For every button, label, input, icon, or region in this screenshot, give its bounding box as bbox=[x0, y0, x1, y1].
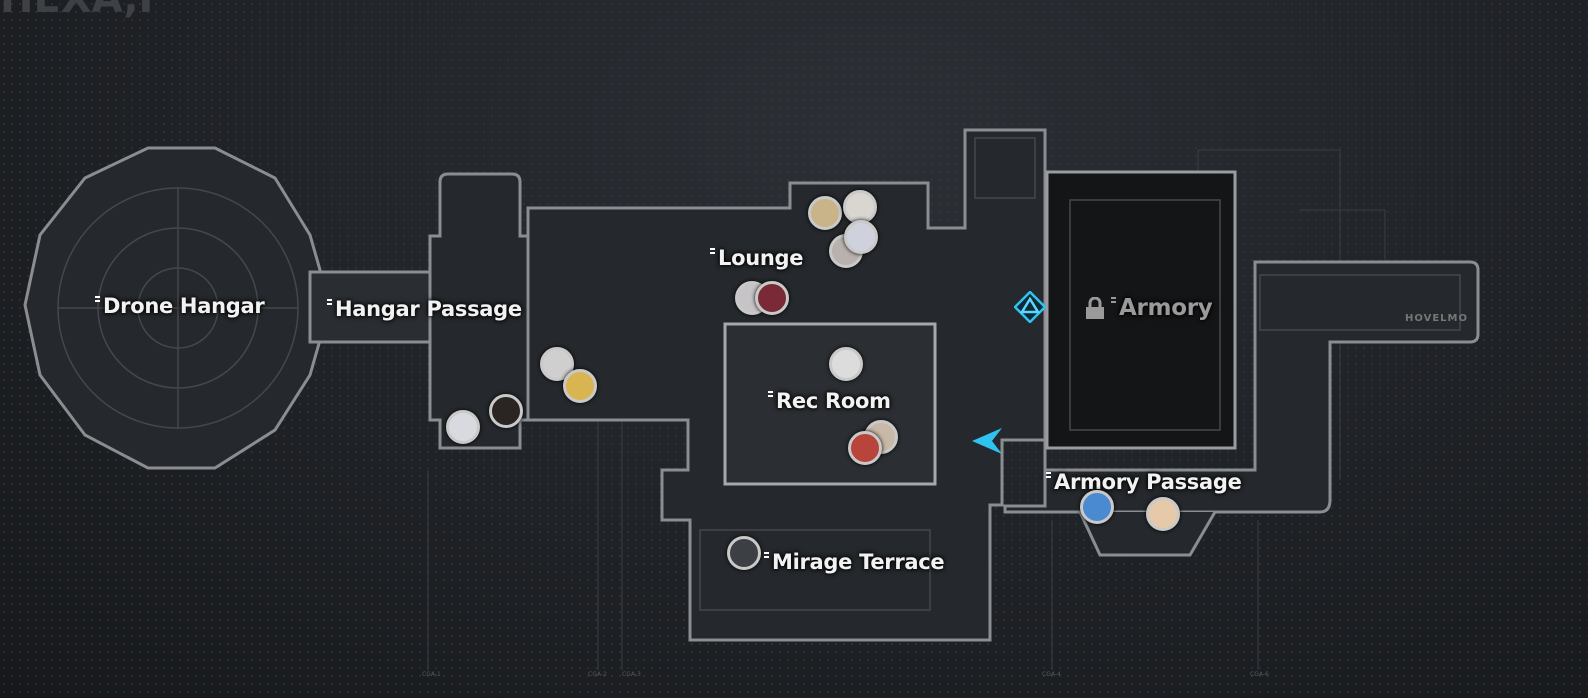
grid-tick-label: CGA-6 bbox=[1250, 671, 1269, 678]
room-label-hangar-passage[interactable]: Hangar Passage bbox=[327, 297, 522, 321]
player-arrow-icon bbox=[972, 428, 1002, 454]
character-avatar[interactable] bbox=[844, 220, 878, 254]
character-avatar[interactable] bbox=[446, 410, 480, 444]
room-label-mirage-terrace[interactable]: Mirage Terrace bbox=[763, 550, 945, 574]
character-avatar[interactable] bbox=[1146, 497, 1180, 531]
central-block bbox=[526, 128, 1480, 642]
character-avatar[interactable] bbox=[843, 190, 877, 224]
lock-icon bbox=[1086, 297, 1104, 319]
room-label-armory-passage[interactable]: Armory Passage bbox=[1046, 470, 1242, 494]
hangar-passage-room bbox=[428, 172, 530, 450]
grid-tick-label: CGA-2 bbox=[588, 671, 607, 678]
grid-tick-label: CGA-1 bbox=[422, 671, 441, 678]
watermark-logo: HOVELMO bbox=[1405, 313, 1468, 324]
title-fragment: HEXA,I bbox=[0, 0, 153, 22]
armory-passage-bay bbox=[1078, 511, 1217, 557]
grid-tick-label: CGA-4 bbox=[1042, 671, 1061, 678]
rec-room bbox=[723, 322, 937, 486]
grid-tick-label: CGA-3 bbox=[622, 671, 641, 678]
character-avatar[interactable] bbox=[563, 369, 597, 403]
armory-room bbox=[1045, 170, 1237, 450]
waypoint-diamond-icon[interactable] bbox=[1014, 291, 1046, 323]
character-avatar[interactable] bbox=[489, 394, 523, 428]
character-avatar[interactable] bbox=[755, 281, 789, 315]
hangar-bridge bbox=[308, 270, 437, 344]
character-avatar[interactable] bbox=[808, 196, 842, 230]
room-label-rec-room[interactable]: Rec Room bbox=[768, 389, 891, 413]
character-avatar[interactable] bbox=[1080, 490, 1114, 524]
character-avatar[interactable] bbox=[829, 347, 863, 381]
character-avatar[interactable] bbox=[727, 536, 761, 570]
character-avatar[interactable] bbox=[848, 431, 882, 465]
room-label-lounge[interactable]: Lounge bbox=[709, 246, 804, 270]
room-label-armory[interactable]: Armory bbox=[1110, 295, 1213, 321]
room-label-drone-hangar[interactable]: Drone Hangar bbox=[94, 294, 265, 318]
